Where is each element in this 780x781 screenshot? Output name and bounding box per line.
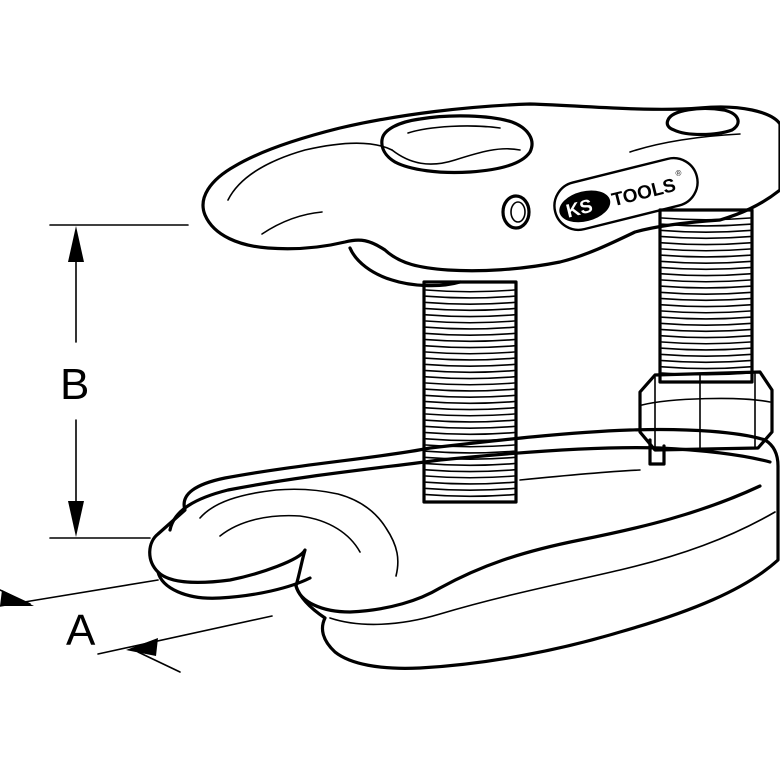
- thread-line: [425, 419, 515, 423]
- thread-line: [425, 295, 515, 299]
- thread-line: [425, 481, 515, 485]
- logo-registered-mark: ®: [675, 168, 683, 178]
- thread-line: [425, 462, 515, 467]
- thread-line: [425, 301, 515, 305]
- thread-line: [425, 394, 515, 398]
- thread-line: [425, 469, 515, 473]
- thread-line: [425, 376, 515, 380]
- thread-line: [425, 320, 515, 324]
- thread-line: [425, 456, 515, 460]
- thread-line: [425, 314, 515, 318]
- thread-line: [661, 229, 751, 233]
- thread-line: [425, 444, 515, 448]
- thread-line: [661, 279, 751, 283]
- thread-line: [661, 291, 751, 295]
- front-spindle-threads: [425, 289, 515, 498]
- thread-line: [425, 487, 515, 491]
- thread-line: [425, 357, 515, 361]
- thread-line: [661, 322, 751, 326]
- thread-line: [425, 425, 515, 429]
- thread-line: [661, 235, 751, 240]
- thread-line: [661, 359, 751, 364]
- thread-line: [661, 347, 751, 351]
- thread-line: [661, 285, 751, 289]
- thread-line: [661, 316, 751, 320]
- thread-line: [425, 475, 515, 479]
- front-threaded-spindle: [422, 280, 518, 504]
- thread-line: [661, 297, 751, 302]
- thread-line: [425, 326, 515, 330]
- thread-line: [661, 223, 751, 227]
- dimension-a-right-arrow: [126, 638, 158, 656]
- rear-threaded-spindle: [658, 208, 754, 384]
- ks-tools-logo: KS TOOLS ®: [553, 156, 699, 232]
- thread-line: [425, 351, 515, 355]
- dimension-a: A: [0, 579, 273, 673]
- thread-line: [661, 353, 751, 357]
- thread-line: [661, 248, 751, 252]
- dimension-a-label: A: [66, 606, 96, 655]
- thread-line: [661, 310, 751, 314]
- rear-spindle-threads: [661, 217, 751, 376]
- thread-line: [425, 388, 515, 392]
- thread-line: [661, 366, 751, 370]
- thread-line: [661, 304, 751, 308]
- thread-line: [425, 413, 515, 417]
- thread-line: [425, 400, 515, 405]
- thread-line: [425, 338, 515, 343]
- thread-line: [661, 328, 751, 333]
- thread-line: [661, 242, 751, 246]
- thread-line: [661, 217, 751, 221]
- thread-line: [425, 345, 515, 349]
- thread-line: [425, 363, 515, 367]
- dimension-b-top-arrow: [68, 226, 84, 262]
- thread-line: [425, 369, 515, 374]
- thread-line: [425, 431, 515, 436]
- thread-line: [425, 450, 515, 454]
- thread-line: [661, 254, 751, 258]
- thread-line: [661, 341, 751, 345]
- thread-line: [425, 407, 515, 411]
- lower-fork-jaw: [148, 427, 780, 670]
- thread-line: [661, 266, 751, 271]
- dimension-a-left-arrow: [0, 590, 34, 606]
- thread-line: [661, 260, 751, 264]
- thread-line: [661, 273, 751, 277]
- thread-line: [425, 493, 515, 498]
- dimension-b: B: [49, 224, 189, 539]
- dimension-b-label: B: [60, 360, 89, 409]
- thread-line: [425, 307, 515, 312]
- thread-line: [661, 335, 751, 339]
- dimension-b-bottom-arrow: [68, 501, 84, 537]
- thread-line: [425, 289, 515, 293]
- thread-line: [425, 332, 515, 336]
- thread-line: [425, 382, 515, 386]
